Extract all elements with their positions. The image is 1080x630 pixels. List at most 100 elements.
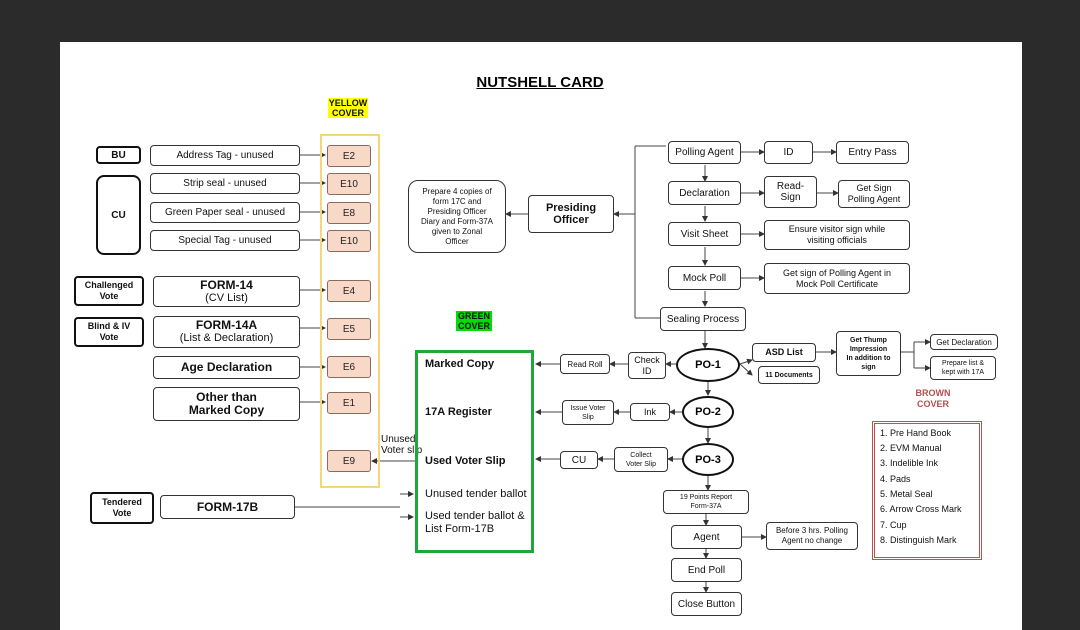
brown-list-item: 8. Distinguish Mark: [880, 535, 957, 545]
brown-cover-line1: BROWN: [915, 388, 951, 398]
strip-seal-box: Strip seal - unused: [150, 173, 300, 194]
thumb-impression-box: Get Thump Impression In addition to sign: [836, 331, 901, 376]
check-id-box: Check ID: [628, 352, 666, 379]
declaration-box: Declaration: [668, 181, 741, 205]
form14a-subtitle: (List & Declaration): [179, 332, 274, 344]
get-declaration-box: Get Declaration: [930, 334, 998, 350]
challenged-vote-box: Challenged Vote: [74, 276, 144, 306]
before-line1: Before 3 hrs. Polling: [775, 526, 849, 535]
green-cover-line2: COVER: [457, 321, 490, 331]
issue-line2: Slip: [582, 413, 594, 421]
envelope-e10: E10: [327, 173, 371, 195]
presiding-note-line2: form 17C and: [432, 196, 482, 206]
get-sign-line2: Polling Agent: [847, 194, 901, 204]
ensure-visitor-sign-box: Ensure visitor sign while visiting offic…: [764, 220, 910, 250]
check-id-line2: ID: [642, 365, 652, 376]
po1-oval: PO-1: [676, 348, 740, 382]
read-sign-line2: Sign: [780, 192, 801, 203]
form17b-box: FORM-17B: [160, 495, 295, 519]
address-tag-box: Address Tag - unused: [150, 145, 300, 166]
other-than-line1: Other than: [196, 390, 257, 404]
presiding-officer-line1: Presiding: [545, 202, 597, 214]
agent-box: Agent: [671, 525, 742, 549]
points-report-box: 19 Points Report Form-37A: [663, 490, 749, 514]
register-17a-label: 17A Register: [425, 406, 492, 418]
brown-list-item: 3. Indelible Ink: [880, 458, 939, 468]
unused-voter-slip-line2: Voter slip: [381, 445, 423, 456]
presiding-officer-box: Presiding Officer: [528, 195, 614, 233]
green-cover-label: GREEN COVER: [456, 311, 492, 331]
presiding-note-line3: Presiding Officer: [427, 206, 487, 216]
form14a-title: FORM-14A: [195, 318, 258, 332]
ensure-line1: Ensure visitor sign while: [788, 224, 886, 234]
used-voter-slip-label: Used Voter Slip: [425, 455, 506, 467]
brown-list-item: 1. Pre Hand Book: [880, 428, 952, 438]
other-than-marked-copy-box: Other than Marked Copy: [153, 387, 300, 421]
thumb-line1: Get Thump: [850, 336, 887, 344]
po3-oval: PO-3: [682, 443, 734, 476]
brown-cover-frame: [872, 421, 982, 560]
bu-box: BU: [96, 146, 141, 164]
close-button-box: Close Button: [671, 592, 742, 616]
issue-line1: Issue Voter: [570, 404, 606, 412]
yellow-cover-frame: [320, 134, 380, 488]
form14-subtitle: (CV List): [205, 291, 248, 304]
yellow-cover-line1: YELLOW: [328, 98, 368, 108]
challenged-vote-line1: Challenged: [84, 280, 134, 290]
cu-box: CU: [96, 175, 141, 255]
used-tender-line1: Used tender ballot &: [425, 510, 525, 522]
age-declaration-box: Age Declaration: [153, 356, 300, 379]
yellow-cover-line2: COVER: [331, 108, 364, 118]
read-sign-box: Read- Sign: [764, 176, 817, 208]
check-id-line1: Check: [634, 354, 660, 365]
thumb-line3: In addition to: [846, 354, 891, 362]
mock-sign-line2: Mock Poll Certificate: [795, 278, 879, 289]
green-cover-line1: GREEN: [457, 311, 490, 321]
brown-list-item: 6. Arrow Cross Mark: [880, 504, 962, 514]
blind-iv-line2: Vote: [99, 332, 119, 342]
envelope-e8: E8: [327, 202, 371, 224]
yellow-cover-label: YELLOW COVER: [328, 98, 368, 118]
envelope-e10-b: E10: [327, 230, 371, 252]
green-paper-seal-box: Green Paper seal - unused: [150, 202, 300, 223]
prepare-line1: Prepare list &: [941, 360, 985, 367]
brown-list-item: 7. Cup: [880, 520, 907, 530]
issue-voter-slip-box: Issue Voter Slip: [562, 400, 614, 425]
envelope-e4: E4: [327, 280, 371, 302]
cu-small-box: CU: [560, 451, 598, 469]
challenged-vote-line2: Vote: [99, 291, 119, 301]
entry-pass-box: Entry Pass: [836, 141, 909, 164]
brown-cover-line2: COVER: [916, 399, 949, 409]
report-line2: Form-37A: [690, 503, 722, 510]
thumb-line4: sign: [861, 363, 876, 371]
ensure-line2: visiting officials: [807, 235, 867, 245]
form14-box: FORM-14 (CV List): [153, 276, 300, 307]
asd-list-box: ASD List: [752, 343, 816, 362]
envelope-e2: E2: [327, 145, 371, 167]
collect-line2: Voter Slip: [626, 460, 656, 468]
tendered-vote-line2: Vote: [112, 508, 132, 518]
blind-iv-line1: Blind & IV: [87, 321, 131, 331]
used-tender-ballot-label: Used tender ballot & List Form-17B: [425, 510, 525, 536]
prepare-list-box: Prepare list & kept with 17A: [930, 356, 996, 380]
tendered-vote-line1: Tendered: [102, 497, 142, 507]
read-sign-line1: Read-: [776, 181, 805, 192]
eleven-documents-box: 11 Documents: [758, 366, 820, 384]
unused-tender-ballot-label: Unused tender ballot: [425, 488, 527, 500]
envelope-e5: E5: [327, 318, 371, 340]
marked-copy-label: Marked Copy: [425, 358, 495, 370]
brown-cover-label: BROWN COVER: [904, 388, 962, 410]
presiding-note-line6: Officer: [445, 236, 469, 246]
read-roll-box: Read Roll: [560, 354, 610, 374]
report-line1: 19 Points Report: [679, 494, 733, 501]
brown-list-item: 5. Metal Seal: [880, 489, 933, 499]
envelope-e9: E9: [327, 450, 371, 472]
form14a-box: FORM-14A (List & Declaration): [153, 316, 300, 348]
presiding-note-box: Prepare 4 copies of form 17C and Presidi…: [408, 180, 506, 253]
get-sign-line1: Get Sign: [856, 183, 892, 193]
unused-voter-slip-label: Unused Voter slip: [381, 434, 422, 456]
presiding-note-line5: given to Zonal: [431, 226, 483, 236]
brown-list-item: 2. EVM Manual: [880, 443, 942, 453]
get-sign-polling-agent-box: Get Sign Polling Agent: [838, 180, 910, 208]
